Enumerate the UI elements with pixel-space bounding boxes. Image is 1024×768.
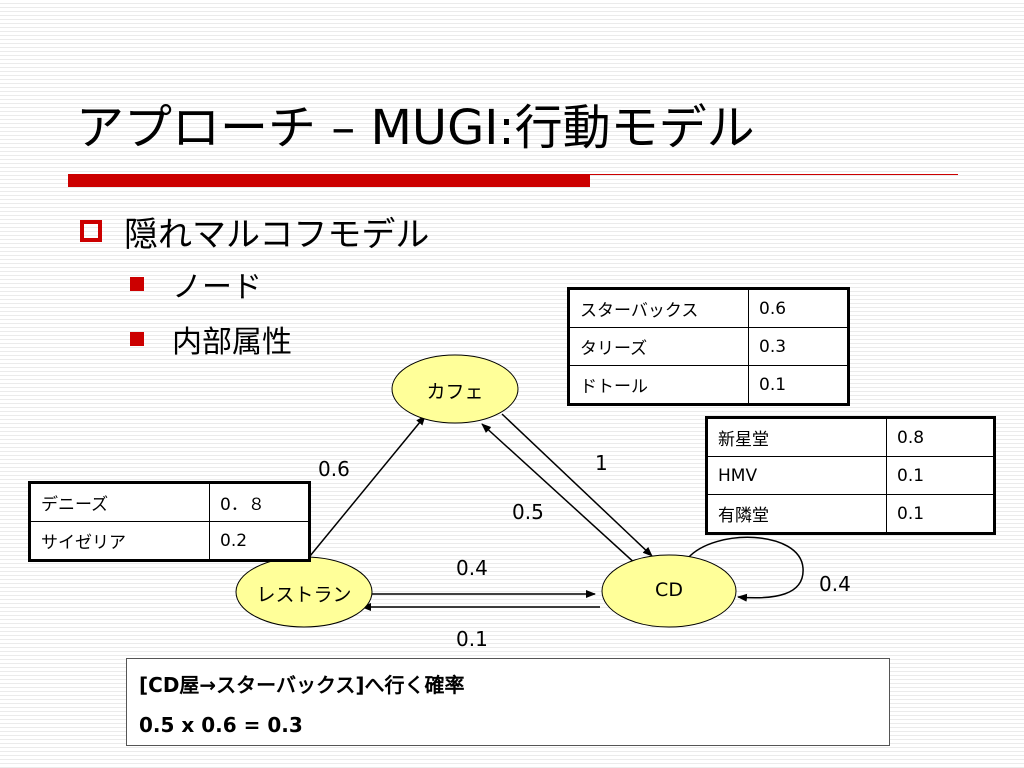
table-cell-value: 0.2 bbox=[209, 521, 310, 561]
table-row: スターバックス 0.6 bbox=[568, 288, 849, 328]
table-row: 新星堂 0.8 bbox=[706, 417, 995, 457]
edge-label-cafe-to-cd: 1 bbox=[595, 451, 608, 475]
edge-cafe-to-cd bbox=[501, 413, 653, 557]
filled-square-bullet-icon bbox=[130, 277, 144, 291]
edge-restaurant-to-cafe bbox=[309, 415, 426, 557]
title-underline-thick bbox=[68, 174, 590, 187]
table-cell-value: 0．８ bbox=[209, 482, 310, 522]
node-cafe-label: カフェ bbox=[426, 381, 484, 403]
edge-label-restaurant-to-cafe: 0.6 bbox=[318, 457, 350, 481]
table-cell-value: 0.1 bbox=[886, 456, 995, 495]
table-row: 有隣堂 0.1 bbox=[706, 494, 995, 534]
table-row: サイゼリア 0.2 bbox=[29, 521, 310, 561]
table-cell-name: 有隣堂 bbox=[706, 494, 887, 534]
edge-label-restaurant-to-cd: 0.4 bbox=[456, 556, 488, 580]
node-cafe bbox=[391, 354, 519, 424]
table-cell-name: ドトール bbox=[568, 365, 749, 405]
sub-bullet-internal-attributes: 内部属性 bbox=[130, 321, 292, 360]
sub-bullet-node: ノード bbox=[130, 266, 262, 305]
probability-example-box: [CD屋→スターバックス]へ行く確率 0.5 x 0.6 = 0.3 bbox=[126, 658, 890, 746]
edge-cd-self-loop bbox=[687, 536, 804, 602]
node-restaurant-label: レストラン bbox=[256, 584, 352, 606]
table-cell-name: サイゼリア bbox=[29, 521, 210, 561]
table-row: ドトール 0.1 bbox=[568, 365, 849, 405]
slide-title: アプローチ – MUGI:行動モデル bbox=[76, 100, 755, 156]
table-cell-name: 新星堂 bbox=[706, 417, 887, 457]
node-cd bbox=[601, 554, 737, 628]
node-cd-label: CD bbox=[655, 579, 683, 601]
table-cell-name: HMV bbox=[706, 456, 887, 495]
hollow-square-bullet-icon bbox=[80, 220, 102, 242]
bullet-hidden-markov-model: 隠れマルコフモデル bbox=[78, 209, 430, 255]
table-cell-value: 0.1 bbox=[886, 494, 995, 534]
title-underline-thin bbox=[590, 174, 958, 175]
sub-bullet-text: 内部属性 bbox=[172, 325, 292, 360]
formula-calculation: 0.5 x 0.6 = 0.3 bbox=[139, 713, 303, 737]
table-cell-name: デニーズ bbox=[29, 482, 210, 522]
table-cell-value: 0.6 bbox=[748, 288, 849, 328]
filled-square-bullet-icon bbox=[130, 332, 144, 346]
edge-label-cd-to-cafe: 0.5 bbox=[512, 500, 544, 524]
table-cell-name: タリーズ bbox=[568, 327, 749, 366]
table-cell-value: 0.1 bbox=[748, 365, 849, 405]
cd-probability-table: 新星堂 0.8 HMV 0.1 有隣堂 0.1 bbox=[705, 416, 996, 535]
table-cell-name: スターバックス bbox=[568, 288, 749, 328]
cafe-probability-table: スターバックス 0.6 タリーズ 0.3 ドトール 0.1 bbox=[567, 287, 850, 406]
restaurant-probability-table: デニーズ 0．８ サイゼリア 0.2 bbox=[28, 481, 311, 562]
table-cell-value: 0.3 bbox=[748, 327, 849, 366]
table-row: タリーズ 0.3 bbox=[568, 327, 849, 366]
edge-cd-to-cafe bbox=[481, 423, 639, 567]
table-cell-value: 0.8 bbox=[886, 417, 995, 457]
table-row: デニーズ 0．８ bbox=[29, 482, 310, 522]
edge-label-cd-self: 0.4 bbox=[819, 572, 851, 596]
table-row: HMV 0.1 bbox=[706, 456, 995, 495]
edge-label-cd-to-restaurant: 0.1 bbox=[456, 627, 488, 651]
sub-bullet-text: ノード bbox=[172, 270, 262, 305]
formula-description: [CD屋→スターバックス]へ行く確率 bbox=[139, 673, 465, 697]
bullet-text: 隠れマルコフモデル bbox=[124, 214, 430, 255]
